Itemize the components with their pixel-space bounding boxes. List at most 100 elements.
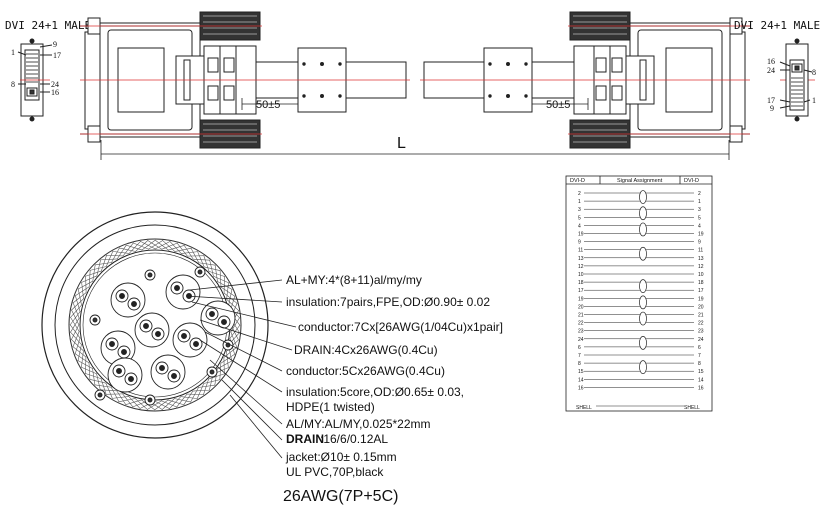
braid-strand — [180, 396, 198, 399]
braid-strand — [203, 378, 210, 395]
braid-strand — [125, 399, 142, 406]
table-pin-left: 6 — [578, 345, 581, 351]
table-pin-left: 13 — [578, 256, 584, 262]
braid-strand — [72, 302, 80, 319]
label-drain-spec: :16/6/0.12AL — [320, 432, 388, 446]
dimension-right — [531, 98, 589, 110]
braid-strand — [161, 398, 175, 410]
table-pin-left: 9 — [578, 240, 581, 246]
braid-strand — [203, 266, 221, 272]
braid-strand — [112, 251, 130, 254]
braid-strand — [77, 280, 94, 290]
braid-strand — [111, 247, 120, 263]
dimension-right-label: 50±5 — [546, 99, 570, 111]
braid-strand — [96, 373, 101, 391]
table-pin-right: 5 — [698, 215, 701, 221]
table-pin-right: 11 — [698, 248, 703, 254]
table-pin-right: 19 — [698, 232, 704, 238]
twist-marker — [639, 336, 647, 350]
braid-strand — [72, 346, 87, 358]
braid-strand — [147, 240, 163, 250]
table-pin-right: 20 — [698, 304, 704, 310]
braid-strand — [88, 269, 91, 288]
label-insulation-pairs: insulation:7pairs,FPE,OD:Ø0.90± 0.02 — [286, 295, 490, 309]
braid-strand — [85, 270, 102, 277]
braid-strand — [183, 390, 194, 406]
drain-wire — [147, 397, 153, 403]
braid-strand — [116, 390, 127, 406]
table-pin-right: 15 — [698, 369, 704, 375]
label-al-my-tape: AL/MY:AL/MY,0.025*22mm — [286, 417, 431, 431]
table-pin-left: 8 — [578, 361, 581, 367]
right-pin-17: 17 — [767, 96, 775, 105]
braid-strand — [223, 276, 225, 294]
label-drain-bold: DRAIN — [286, 432, 324, 446]
braid-strand — [70, 304, 82, 318]
braid-strand — [110, 386, 120, 403]
braid-strand — [176, 242, 188, 257]
right-pin-16: 16 — [767, 57, 775, 66]
left-pin-16: 16 — [51, 88, 59, 97]
table-header-middle: Signal Assignment — [617, 178, 663, 184]
label-jacket: jacket:Ø10± 0.15mm — [285, 450, 397, 464]
braid-strand — [220, 286, 236, 297]
pair-jacket — [150, 354, 186, 390]
braid-strand — [154, 399, 169, 411]
table-pin-left: 2 — [578, 191, 581, 197]
braid-strand — [183, 244, 194, 260]
braid-strand — [169, 396, 182, 409]
pair-core — [193, 341, 199, 347]
pair-core — [131, 301, 137, 307]
braid-strand — [100, 258, 118, 261]
braid-strand — [220, 353, 236, 364]
braid-strand — [198, 384, 216, 388]
braid-hatching — [69, 239, 241, 411]
braid-strand — [85, 373, 102, 380]
braid-strand — [85, 356, 87, 374]
twist-marker — [639, 279, 647, 293]
braid-strand — [174, 247, 192, 252]
table-pin-left: 10 — [578, 272, 584, 278]
pair-core — [209, 311, 215, 317]
braid-strand — [226, 282, 229, 300]
braid-strand — [208, 373, 225, 380]
twisted-pairs — [89, 266, 236, 406]
braid-strand — [70, 331, 82, 345]
braid-strand — [81, 275, 98, 283]
table-pin-right: 19 — [698, 296, 704, 302]
braid-strand — [81, 282, 84, 300]
braid-strand — [169, 241, 182, 254]
braid-strand — [96, 259, 102, 277]
drain-wire — [197, 269, 203, 275]
left-pin-17: 17 — [53, 51, 61, 60]
pair-core — [119, 293, 125, 299]
right-pin-face — [779, 38, 813, 122]
braid-strand — [223, 346, 238, 358]
pair-jacket — [134, 312, 170, 348]
pair-core — [221, 319, 227, 325]
braid-strand — [105, 382, 113, 399]
table-pin-right: 18 — [698, 280, 704, 286]
pair-core — [116, 368, 122, 374]
braid-strand — [112, 396, 130, 399]
twist-marker — [639, 311, 647, 326]
braid-strand — [196, 383, 205, 399]
table-pin-left: 23 — [578, 329, 584, 335]
braid-strand — [192, 389, 210, 392]
braid-strand — [162, 240, 176, 252]
braid-strand — [69, 324, 81, 339]
braid-strand — [94, 384, 112, 388]
table-pin-right: 23 — [698, 329, 704, 335]
table-pin-right: 10 — [698, 272, 704, 278]
label-hdpe: HDPE(1 twisted) — [286, 400, 375, 414]
left-pin-24: 24 — [51, 80, 59, 89]
table-pin-right: 8 — [698, 361, 701, 367]
braid-strand — [125, 244, 143, 251]
braid-strand — [154, 239, 169, 251]
twist-marker — [639, 222, 647, 237]
pair-core — [171, 373, 177, 379]
braid-strand — [217, 281, 233, 290]
braid-strand — [208, 270, 225, 277]
table-pin-right: 13 — [698, 256, 704, 262]
